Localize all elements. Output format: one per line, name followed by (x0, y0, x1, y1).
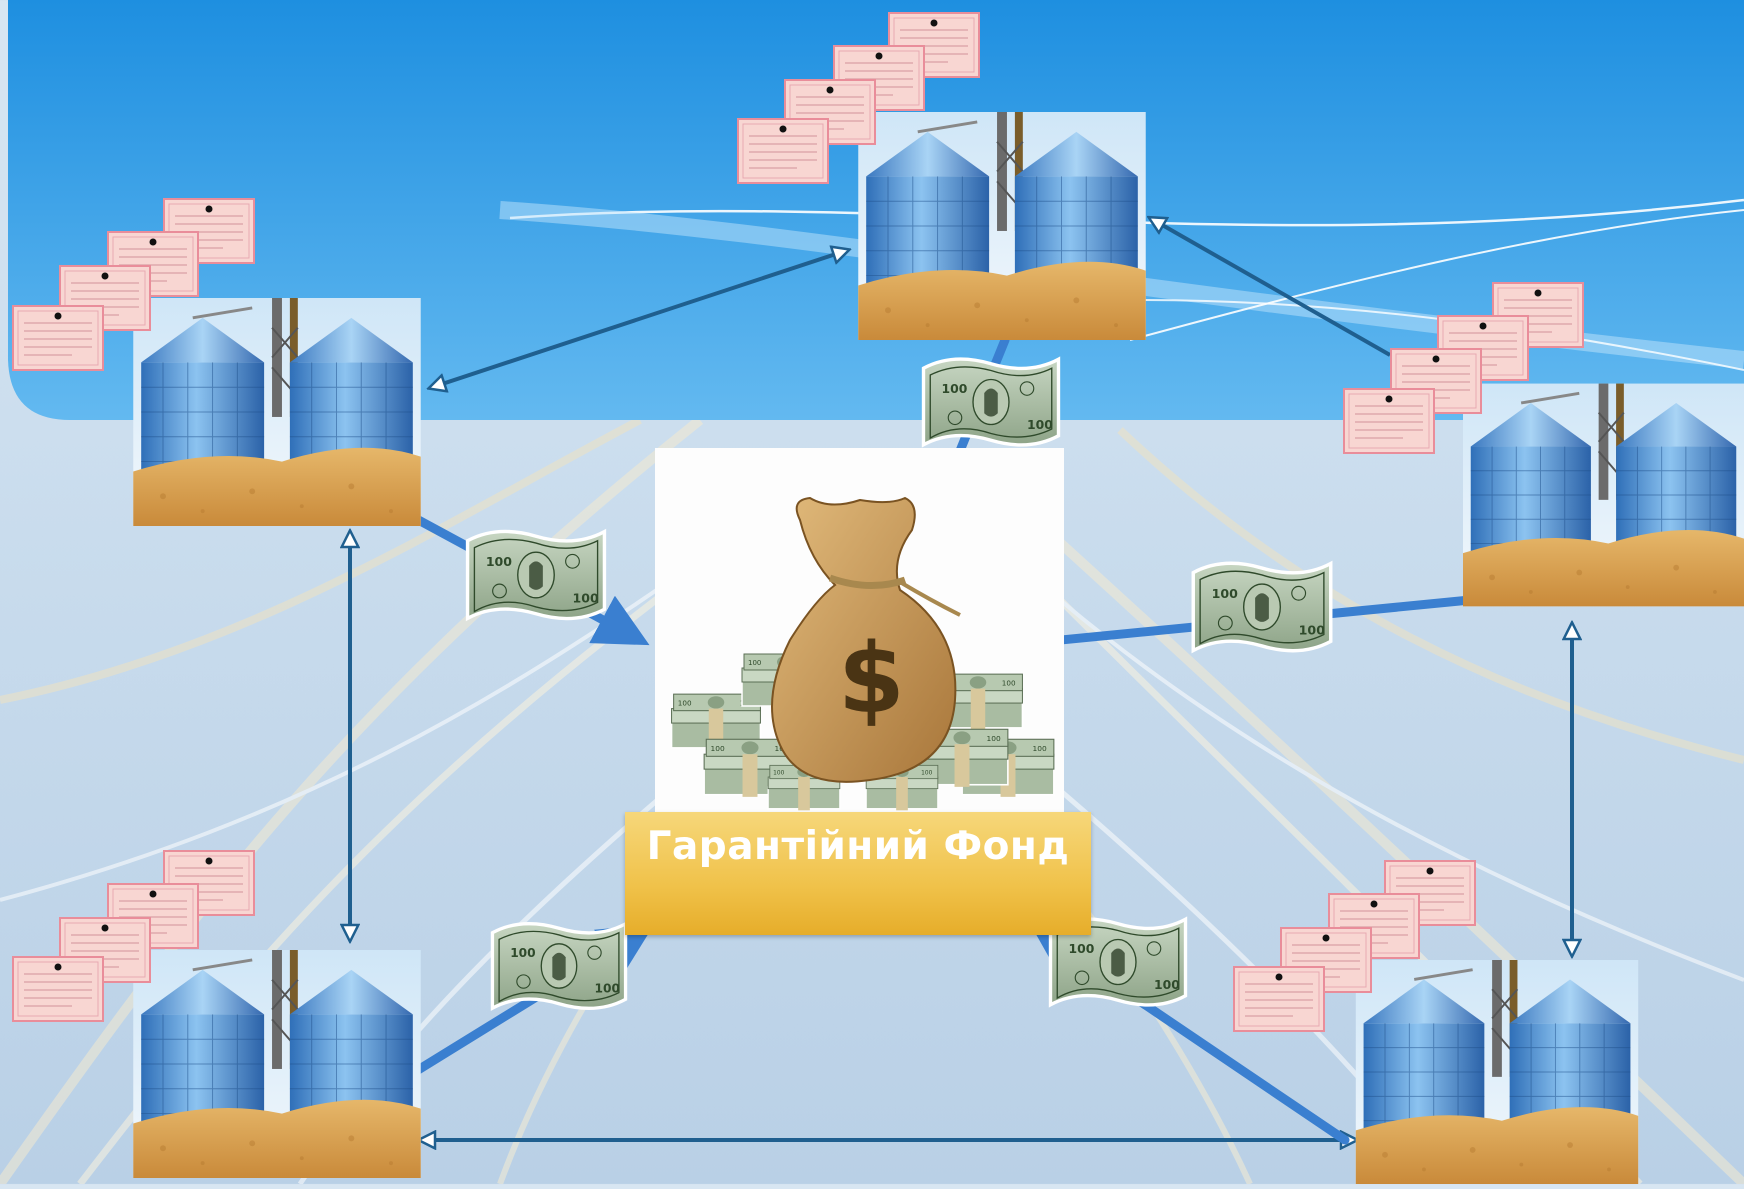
warehouse-receipt-icon (12, 956, 104, 1022)
warehouse-top-center (858, 112, 1146, 340)
warehouse-bottom-right (1354, 960, 1640, 1184)
banknote-icon (921, 357, 1061, 447)
money-bag-icon: $ (771, 496, 961, 783)
banknote-icon (490, 921, 628, 1011)
warehouse-receipt-icon (12, 305, 104, 371)
grain-silo-icon (133, 298, 421, 526)
warehouse-receipt-icon (1343, 388, 1435, 454)
banknote-icon (1191, 561, 1333, 653)
warehouse-bottom-left (133, 950, 421, 1178)
warehouse-receipt-icon (737, 118, 829, 184)
banknote-icon (465, 529, 607, 621)
warehouse-exchange-arrows (350, 218, 1572, 1140)
grain-silo-icon (858, 112, 1146, 340)
guarantee-fund-label: Гарантійний Фонд (625, 812, 1091, 935)
warehouse-top-left (133, 298, 421, 526)
warehouse-receipt-icon (1233, 966, 1325, 1032)
grain-silo-icon (133, 950, 421, 1178)
arrow-topleft-topcenter (430, 250, 848, 388)
grain-silo-icon (1354, 960, 1640, 1184)
arrow-right-topcenter (1150, 218, 1391, 357)
warehouse-right (1463, 382, 1744, 608)
dollar-sign-icon: $ (838, 623, 905, 735)
fund-money-image: $ (655, 448, 1064, 813)
grain-silo-icon (1463, 382, 1744, 608)
